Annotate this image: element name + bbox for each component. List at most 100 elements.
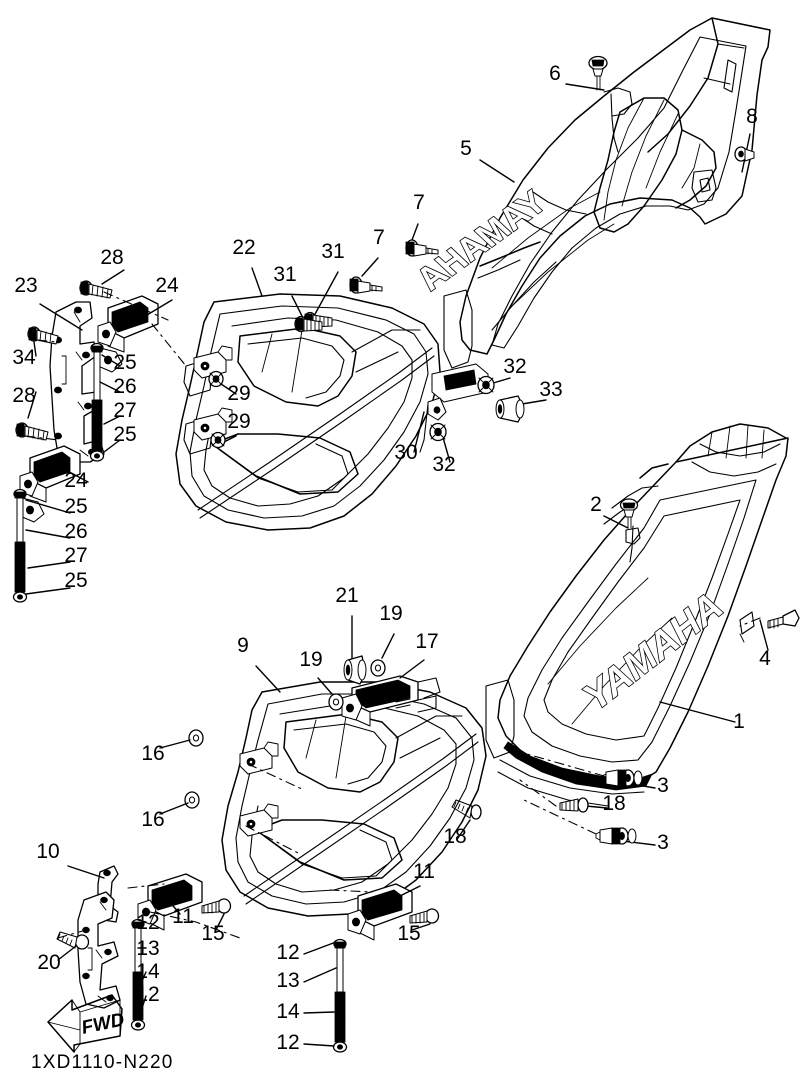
leader-19b [317, 677, 333, 695]
hinge-rod-lower-center [332, 938, 348, 1053]
part-18a-bolt [559, 797, 589, 813]
assembly-line-16a [247, 763, 305, 791]
callout-23: 23 [14, 274, 37, 297]
hinge-rod-lower [12, 488, 28, 603]
hinge-rod-upper [89, 342, 105, 462]
part-15a-screw [409, 908, 440, 924]
callout-numbers: 1233456778910111112121212131314141515161… [12, 62, 771, 1054]
lower-center-bracket-assembly [329, 883, 440, 1053]
callout-3: 3 [657, 831, 669, 854]
part-18b-bolt [451, 799, 482, 820]
part-6-flange-bolt [588, 55, 608, 91]
callout-24: 24 [64, 469, 88, 492]
callout-2: 2 [590, 493, 602, 516]
callout-3: 3 [657, 774, 669, 797]
callout-27: 27 [64, 544, 87, 567]
callout-26: 26 [64, 520, 87, 543]
assembly-line-20 [57, 929, 87, 939]
part-31b-bolt [294, 315, 323, 333]
spring-27-lower [14, 541, 26, 593]
callout-25: 25 [113, 423, 136, 446]
leader-23 [39, 303, 83, 331]
callout-20: 20 [37, 951, 60, 974]
assembly-line-4 [739, 617, 761, 627]
leader-6 [565, 83, 605, 91]
callout-26: 26 [113, 375, 136, 398]
callout-18: 18 [602, 792, 625, 815]
callout-33: 33 [539, 378, 562, 401]
part-28a-bolt [79, 280, 113, 299]
callout-25: 25 [64, 569, 87, 592]
callout-25: 25 [64, 495, 87, 518]
leader-10 [67, 865, 105, 879]
callout-16: 16 [141, 808, 164, 831]
part-21-collar [343, 655, 367, 685]
callout-12: 12 [136, 983, 159, 1006]
near-frame-lug-upper [239, 741, 279, 775]
leader-5 [479, 159, 515, 183]
part-17-latch-striker [341, 675, 441, 727]
leader-20 [57, 945, 77, 961]
callout-13: 13 [136, 937, 159, 960]
part-7a-shoulder-bolt [405, 239, 439, 257]
callout-17: 17 [415, 630, 438, 653]
leader-14a [303, 1011, 335, 1014]
leader-17 [399, 659, 425, 679]
assembly-line-11b [127, 883, 165, 889]
callout-25: 25 [113, 351, 136, 374]
callout-28: 28 [12, 384, 35, 407]
callout-31: 31 [273, 263, 296, 286]
callout-11: 11 [413, 860, 435, 883]
leader-16a [159, 739, 191, 749]
callout-29: 29 [227, 410, 250, 433]
part-32a-nut [477, 375, 495, 395]
assembly-line-34 [37, 339, 57, 343]
assembly-line-lowerleft [149, 911, 241, 939]
part-7b-shoulder-bolt [349, 276, 383, 294]
far-door-frame [175, 293, 441, 531]
leader-26b [25, 529, 71, 539]
callout-21: 21 [335, 584, 358, 607]
callout-19: 19 [379, 602, 402, 625]
leader-15b [215, 913, 225, 931]
yamaha-logo-mirrored: YAMAHA [411, 182, 552, 299]
callout-13: 13 [276, 969, 299, 992]
spring-14-lower-center [334, 991, 346, 1043]
callout-28: 28 [100, 246, 123, 269]
callout-1: 1 [733, 710, 745, 733]
callout-15: 15 [201, 922, 224, 945]
leader-7b [361, 257, 379, 277]
callout-8: 8 [746, 105, 758, 128]
far-frame-striker [419, 289, 489, 453]
part-33-collar [495, 395, 525, 423]
near-frame-lug-lower [239, 803, 279, 837]
leader-24b [61, 467, 89, 483]
callout-9: 9 [237, 634, 249, 657]
part-29b-locknut [210, 431, 226, 449]
assembly-line-18a [519, 779, 557, 807]
leader-19a [381, 633, 395, 659]
part-8-grommet [734, 146, 755, 162]
leader-26a [99, 381, 121, 393]
leader-22 [251, 267, 263, 297]
callout-24: 24 [155, 274, 179, 297]
assembly-line-24a [151, 323, 187, 367]
leader-9 [255, 665, 281, 693]
callout-27: 27 [113, 399, 136, 422]
leader-12b [303, 1043, 335, 1047]
leader-24a [141, 299, 173, 319]
fwd-arrow: FWD [47, 994, 127, 1053]
leader-16b [159, 802, 189, 815]
spring-27-upper [91, 399, 103, 453]
far-side-door-panel: YAMAHA [411, 17, 771, 355]
part-2-flange-bolt [619, 498, 639, 529]
callout-6: 6 [549, 62, 561, 85]
part-16a-washer [188, 729, 204, 747]
callout-22: 22 [232, 236, 255, 259]
assembly-line-upper-bracket [103, 291, 169, 321]
leader-1 [659, 701, 736, 723]
leader-12c [137, 919, 147, 923]
part-32b-nut [429, 422, 447, 442]
near-side-door-panel: YAMAHA [497, 423, 789, 807]
